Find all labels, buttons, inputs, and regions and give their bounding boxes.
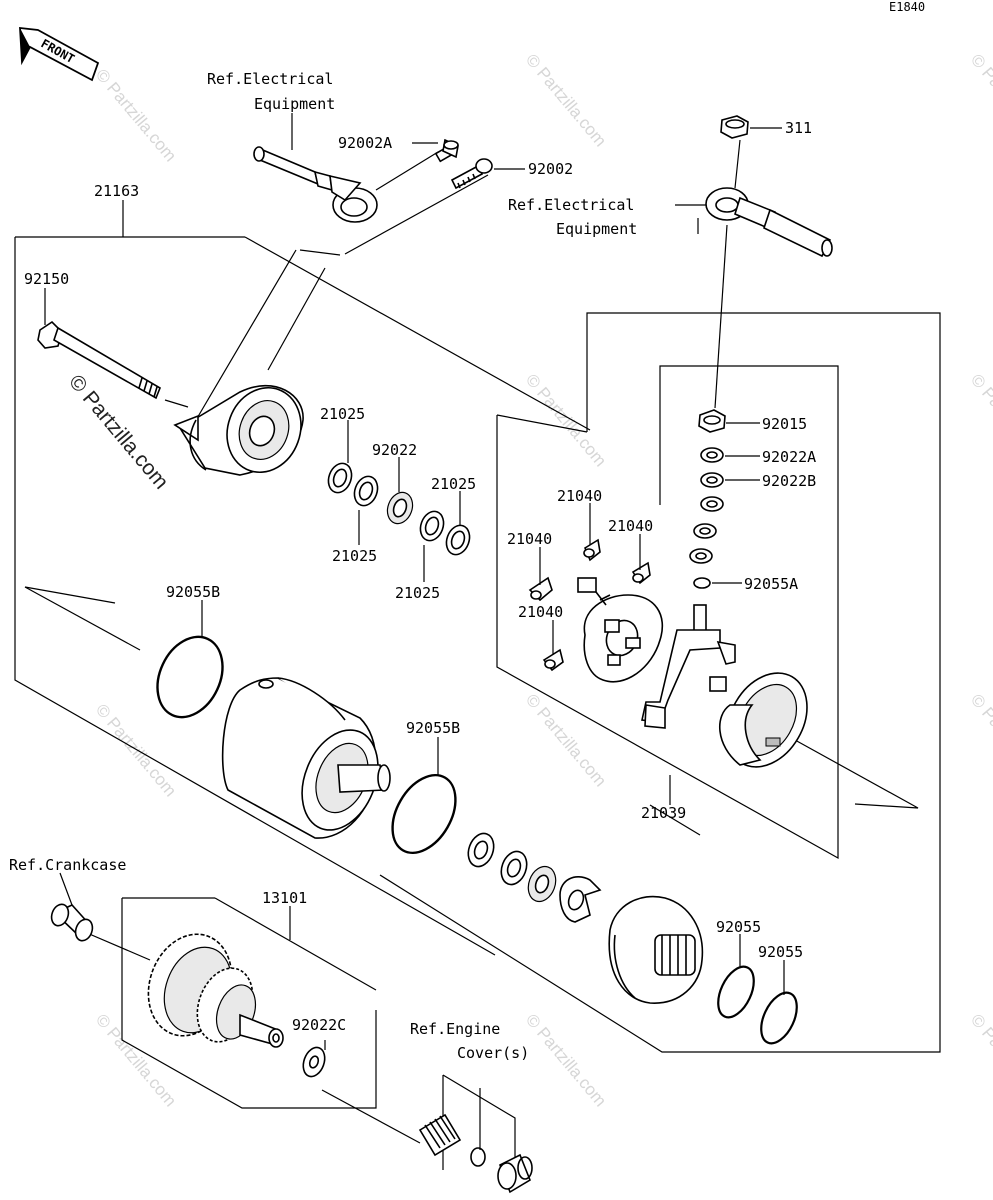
- motor-yoke: [221, 677, 391, 839]
- part-number-label: 92055: [716, 918, 761, 936]
- ref-electrical-label: Ref.Electrical: [508, 196, 634, 214]
- part-number-label: 21039: [641, 804, 686, 822]
- brush-springs-21040: [528, 538, 651, 672]
- part-number-label: 21025: [395, 584, 440, 602]
- bushing-crankcase: [50, 903, 94, 942]
- assembly-outline-lines: [14, 151, 941, 1170]
- ref-engine-cover-label: Ref.Engine: [410, 1020, 500, 1038]
- small-washer: [470, 1147, 486, 1167]
- part-number-label: 92055A: [744, 575, 798, 593]
- watermark: © Partzilla.com: [967, 370, 993, 470]
- starter-clutch-gear: [147, 933, 284, 1048]
- part-number-label: 92022C: [292, 1016, 346, 1034]
- o-ring-92055B-left: [156, 635, 224, 719]
- part-number-label: 21040: [557, 487, 602, 505]
- ref-crankcase-label: Ref.Crankcase: [9, 856, 126, 874]
- screw-92002: [450, 158, 493, 190]
- ref-engine-cover-label: Cover(s): [457, 1044, 529, 1062]
- ref-electrical-label: Equipment: [556, 220, 637, 238]
- ref-electrical-label: Equipment: [254, 95, 335, 113]
- part-number-label: 92022A: [762, 448, 816, 466]
- watermark: © Partzilla.com: [92, 65, 180, 165]
- ref-electrical-label: Ref.Electrical: [207, 70, 333, 88]
- watermark: © Partzilla.com: [92, 700, 180, 800]
- watermark: © Partzilla.com: [522, 370, 610, 470]
- watermark: © Partzilla.com: [967, 50, 993, 150]
- part-number-label: 92055: [758, 943, 803, 961]
- part-number-label: 21040: [507, 530, 552, 548]
- watermark: © Partzilla.com: [967, 1010, 993, 1110]
- bush-engine-cover: [497, 1153, 533, 1194]
- terminal-bracket: [641, 604, 736, 729]
- spring: [418, 1113, 462, 1157]
- diagram-code: E1840: [889, 0, 925, 14]
- part-number-label: 13101: [262, 889, 307, 907]
- part-number-label: 92055B: [406, 719, 460, 737]
- watermark: © Partzilla.com: [522, 50, 610, 150]
- shim-washers-21025: [327, 462, 471, 556]
- part-number-label: 21025: [332, 547, 377, 565]
- part-number-label: 21040: [608, 517, 653, 535]
- lock-plate: [559, 876, 602, 923]
- part-number-label: 92002A: [338, 134, 392, 152]
- brush-holder-plate: [577, 577, 664, 683]
- bolt-92002A: [434, 138, 459, 163]
- washer-stack-right: [689, 409, 726, 589]
- nut-311: [720, 115, 749, 139]
- o-ring-92055-b: [760, 991, 798, 1045]
- part-number-label: 92022: [372, 441, 417, 459]
- part-number-label: 21025: [320, 405, 365, 423]
- washers-middle: [467, 832, 557, 903]
- electrical-cable-right: [705, 187, 833, 258]
- part-number-label: 92002: [528, 160, 573, 178]
- washer-92022C: [302, 1046, 326, 1078]
- o-ring-92055B-middle: [391, 774, 457, 854]
- part-labels: Ref.Electrical Equipment 92002A 92002 31…: [9, 70, 816, 1062]
- part-number-label: 92055B: [166, 583, 220, 601]
- bolt-92150: [37, 320, 161, 400]
- part-number-label: 92022B: [762, 472, 816, 490]
- part-number-label: 311: [785, 119, 812, 137]
- front-arrow-icon: FRONT: [19, 26, 100, 82]
- watermark: © Partzilla.com: [522, 1010, 610, 1110]
- part-number-label: 21025: [431, 475, 476, 493]
- end-cover-housing: [173, 384, 304, 476]
- o-ring-92055-a: [717, 965, 755, 1019]
- front-cover: [608, 895, 704, 1004]
- yoke-ring: [718, 672, 808, 768]
- part-number-label: 21040: [518, 603, 563, 621]
- part-number-label: 92150: [24, 270, 69, 288]
- part-number-label: 21163: [94, 182, 139, 200]
- part-number-label: 92015: [762, 415, 807, 433]
- leader-lines: [44, 113, 785, 1150]
- watermark: © Partzilla.com: [967, 690, 993, 790]
- electrical-cable-top: [253, 146, 378, 223]
